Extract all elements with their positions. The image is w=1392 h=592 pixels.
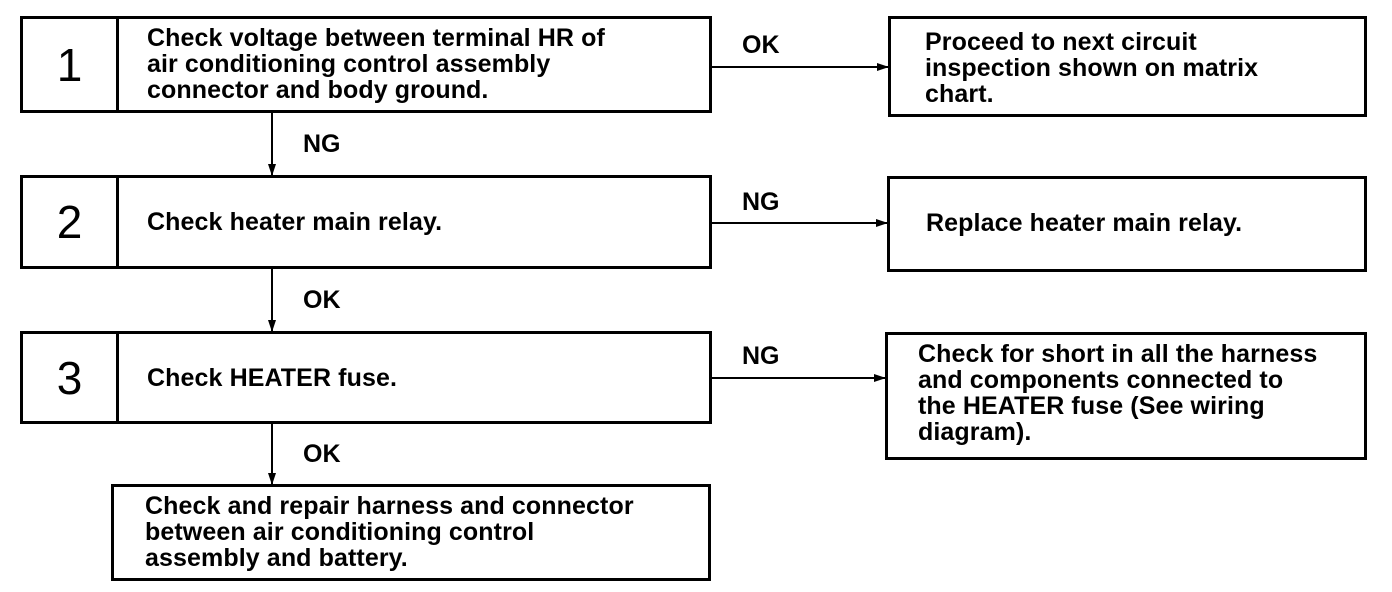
label-step1-ng: NG xyxy=(303,130,341,158)
label-step3-ok: OK xyxy=(303,440,341,468)
result-1-text: Proceed to next circuit inspection shown… xyxy=(925,28,1259,108)
label-step2-ok: OK xyxy=(303,286,341,314)
step-3-box: 3 Check HEATER fuse. xyxy=(20,331,712,424)
result-1-box: Proceed to next circuit inspection shown… xyxy=(888,16,1367,117)
label-step2-ng: NG xyxy=(742,188,780,216)
result-3-text: Check for short in all the harness and c… xyxy=(918,340,1318,446)
step-3-number: 3 xyxy=(23,334,119,421)
step-1-text: Check voltage between terminal HR of air… xyxy=(147,24,605,104)
step-1-box: 1 Check voltage between terminal HR of a… xyxy=(20,16,712,113)
final-action-text: Check and repair harness and connector b… xyxy=(145,492,634,572)
result-2-box: Replace heater main relay. xyxy=(887,176,1367,272)
step-1-number: 1 xyxy=(23,19,119,110)
label-step3-ng: NG xyxy=(742,342,780,370)
step-2-number: 2 xyxy=(23,178,119,266)
result-3-box: Check for short in all the harness and c… xyxy=(885,332,1367,460)
final-action-box: Check and repair harness and connector b… xyxy=(111,484,711,581)
step-3-text: Check HEATER fuse. xyxy=(147,364,398,392)
step-2-text: Check heater main relay. xyxy=(147,208,443,236)
label-step1-ok: OK xyxy=(742,31,780,59)
step-2-box: 2 Check heater main relay. xyxy=(20,175,712,269)
result-2-text: Replace heater main relay. xyxy=(926,209,1243,237)
